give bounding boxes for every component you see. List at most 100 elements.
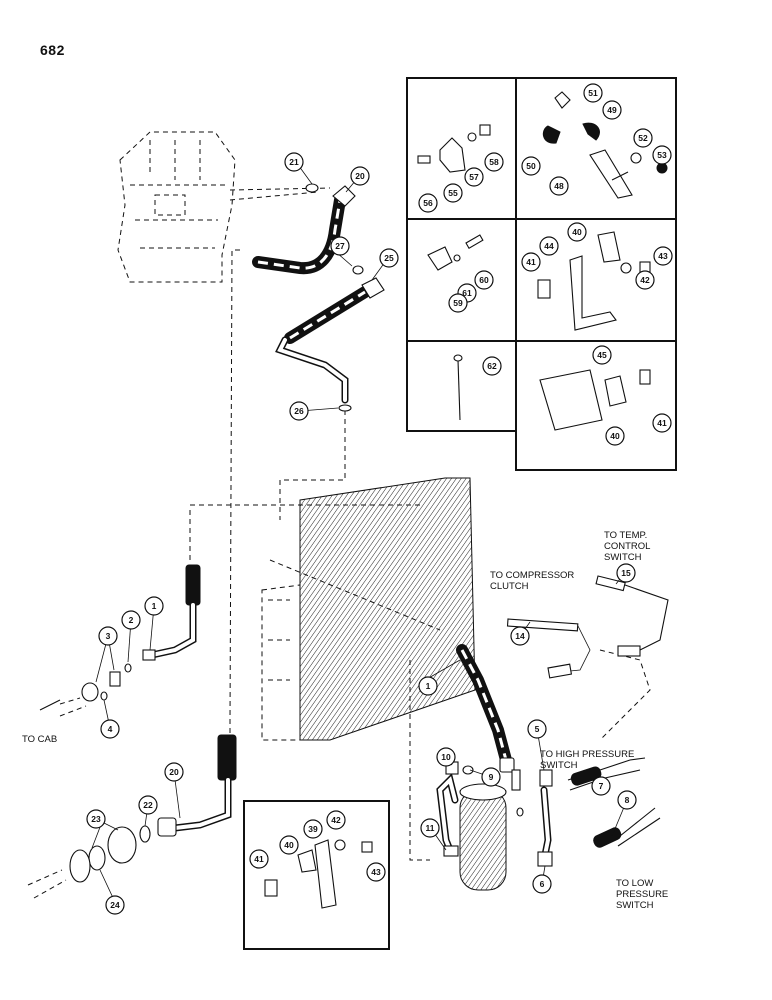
callout-25: 25 [379,248,399,268]
label-to-cab: TO CAB [22,734,58,745]
callout-22: 22 [138,795,158,815]
svg-text:43: 43 [371,867,381,877]
callout-51: 51 [583,83,603,103]
svg-text:59: 59 [453,298,463,308]
svg-text:44: 44 [544,241,554,251]
svg-text:57: 57 [469,172,479,182]
label-to-compressor-clutch: TO COMPRESSOR CLUTCH [490,570,575,592]
svg-text:26: 26 [294,406,304,416]
svg-text:53: 53 [657,150,667,160]
svg-text:58: 58 [489,157,499,167]
callout-27: 27 [330,236,350,256]
svg-text:11: 11 [426,823,435,833]
callout-8: 8 [617,790,637,810]
svg-text:8: 8 [625,795,630,805]
svg-text:3: 3 [106,631,111,641]
callout-44: 44 [539,236,559,256]
callout-55: 55 [443,183,463,203]
callout-21: 21 [284,152,304,172]
tube-1-left [39,564,201,717]
svg-text:50: 50 [526,161,536,171]
callout-2: 2 [121,610,141,630]
svg-text:27: 27 [335,241,345,251]
callout-26: 26 [289,401,309,421]
callout-11: 11 [420,818,440,838]
svg-text:1: 1 [426,681,431,691]
callout-20-upper: 20 [350,166,370,186]
svg-text:15: 15 [621,568,631,578]
svg-text:42: 42 [331,815,341,825]
receiver-drier [436,761,553,891]
svg-text:20: 20 [169,767,179,777]
callout-48: 48 [549,176,569,196]
callout-50: 50 [521,156,541,176]
svg-text:9: 9 [489,772,494,782]
svg-text:24: 24 [110,900,120,910]
callout-5: 5 [527,719,547,739]
svg-text:48: 48 [554,181,564,191]
wire-harnesses [506,575,669,848]
callout-40-bottom: 40 [279,835,299,855]
callout-1-left: 1 [144,596,164,616]
svg-text:1: 1 [152,601,157,611]
callout-7: 7 [591,776,611,796]
svg-text:56: 56 [423,198,433,208]
callout-14: 14 [510,626,530,646]
callout-10: 10 [436,747,456,767]
svg-text:40: 40 [284,840,294,850]
svg-text:60: 60 [479,275,489,285]
svg-text:62: 62 [487,361,497,371]
callout-1-right: 1 [418,676,438,696]
svg-text:14: 14 [515,631,525,641]
svg-text:40: 40 [572,227,582,237]
inset-grid [406,77,677,471]
hose-25-assembly [275,277,385,412]
callout-56: 56 [418,193,438,213]
svg-text:10: 10 [441,752,451,762]
svg-text:25: 25 [384,253,394,263]
svg-text:42: 42 [640,275,650,285]
callout-43-bottom: 43 [366,862,386,882]
callout-3: 3 [98,626,118,646]
svg-text:6: 6 [540,879,545,889]
svg-text:41: 41 [526,257,536,267]
svg-text:55: 55 [448,188,458,198]
callout-40-lower-grid: 40 [605,426,625,446]
callout-59: 59 [448,293,468,313]
hose-20-upper [252,183,364,275]
callout-42-bottom: 42 [326,810,346,830]
callout-40-grid: 40 [567,222,587,242]
callout-39: 39 [303,819,323,839]
svg-text:39: 39 [308,824,318,834]
svg-text:23: 23 [91,814,101,824]
callout-4: 4 [100,719,120,739]
callout-43-grid: 43 [653,246,673,266]
callout-6: 6 [532,874,552,894]
svg-text:41: 41 [254,854,264,864]
svg-text:49: 49 [607,105,617,115]
callout-52: 52 [633,128,653,148]
svg-text:22: 22 [143,800,153,810]
callout-58: 58 [484,152,504,172]
callout-60: 60 [474,270,494,290]
svg-text:61: 61 [462,288,472,298]
label-to-high-pressure-switch: TO HIGH PRESSURE SWITCH [540,749,635,771]
callout-9: 9 [481,767,501,787]
tube-20-lower [27,734,237,899]
callout-62: 62 [482,356,502,376]
label-to-temp-control-switch: TO TEMP. CONTROL SWITCH [604,530,651,563]
svg-text:4: 4 [108,724,113,734]
svg-text:2: 2 [129,615,134,625]
callout-23: 23 [86,809,106,829]
svg-text:7: 7 [599,781,604,791]
hose-1-right [456,644,521,791]
callout-41-bottom: 41 [249,849,269,869]
svg-text:52: 52 [638,133,648,143]
label-to-low-pressure-switch: TO LOW PRESSURE SWITCH [616,878,669,911]
page-number: 682 [40,42,65,58]
callout-49: 49 [602,100,622,120]
callout-57: 57 [464,167,484,187]
svg-text:45: 45 [597,350,607,360]
callout-45: 45 [592,345,612,365]
